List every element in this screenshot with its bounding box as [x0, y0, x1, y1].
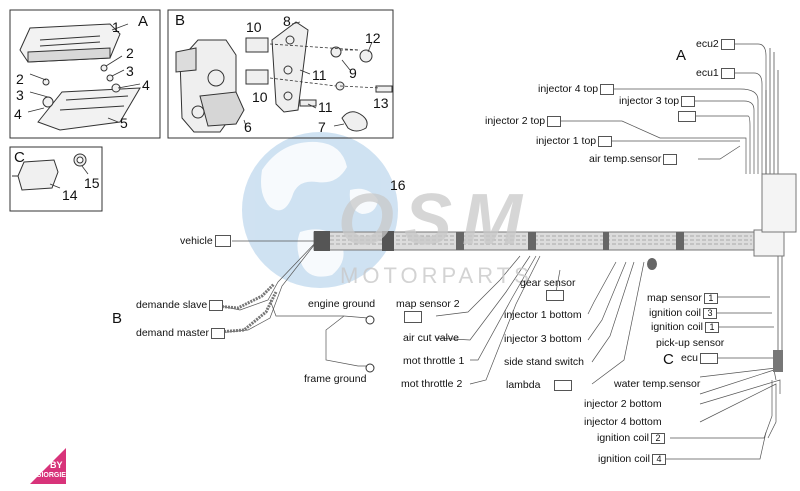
- connector-box: 1: [703, 292, 718, 304]
- inset-a-letter: A: [138, 13, 149, 30]
- label-air-temp-sensor: air temp.sensor: [589, 153, 678, 165]
- label-injector2-top: injector 2 top: [485, 115, 562, 127]
- component-c-drawing: [12, 153, 87, 191]
- inset-c-letter: C: [14, 149, 25, 166]
- label-ecu2: ecu2: [696, 38, 735, 50]
- connector-box-map2: [402, 311, 422, 324]
- label-water-temp-sensor: water temp.sensor: [614, 378, 701, 390]
- label-engine-ground: engine ground: [308, 298, 376, 310]
- watermark-sub: MOTORPARTS: [340, 263, 533, 288]
- connector-box: [699, 352, 718, 364]
- brand-logo: BY GIORGIE: [30, 444, 70, 484]
- label-map-sensor-2: map sensor 2: [396, 298, 460, 310]
- label-frame-ground: frame ground: [304, 373, 367, 385]
- callout-b-9: 9: [349, 65, 357, 81]
- connector-box: [214, 235, 231, 248]
- callout-a-2a: 2: [126, 45, 134, 61]
- connector-box: [600, 83, 615, 95]
- callout-16: 16: [390, 177, 406, 193]
- logo-line2: GIORGIE: [36, 472, 66, 479]
- callout-b-10a: 10: [246, 19, 262, 35]
- logo-triangle-icon: [30, 448, 66, 484]
- main-harness: [313, 173, 797, 257]
- label-pickup-sensor: pick-up sensor: [656, 337, 725, 349]
- connector-box: 1: [704, 321, 719, 333]
- callout-b-10b: 10: [252, 89, 268, 105]
- callout-b-13: 13: [373, 95, 389, 111]
- inset-a-frame: [9, 9, 161, 139]
- callout-a-1: 1: [112, 19, 120, 35]
- inset-b-leaders: [243, 21, 381, 127]
- callout-b-11a: 11: [312, 67, 327, 83]
- connector-box: [209, 299, 224, 311]
- label-side-stand-switch: side stand switch: [504, 356, 584, 368]
- callout-c-14: 14: [62, 187, 78, 203]
- connector-box-blank: [676, 110, 696, 122]
- ecu-drawing: [19, 23, 141, 131]
- connector-box: [554, 379, 573, 391]
- connector-box: [663, 153, 678, 165]
- connector-box: 2: [650, 432, 665, 444]
- connector-box: [547, 115, 562, 127]
- label-injector1-top: injector 1 top: [536, 135, 613, 147]
- section-letter-c: C: [663, 351, 674, 368]
- inset-b-frame: [167, 9, 394, 139]
- logo-line1: BY: [50, 460, 63, 470]
- label-injector4-bottom: injector 4 bottom: [584, 416, 662, 428]
- connector-box: [720, 67, 735, 79]
- watermark-main: OSM: [338, 180, 533, 260]
- leader-lines: [215, 43, 781, 460]
- inset-c-leaders: [49, 165, 89, 189]
- connector-box: [598, 135, 613, 147]
- callout-b-12: 12: [365, 30, 381, 46]
- demand-wires: [215, 282, 278, 334]
- label-injector1-bottom: injector 1 bottom: [504, 309, 582, 321]
- label-mot-throttle-2: mot throttle 2: [401, 378, 463, 390]
- connector-box-gear: [544, 289, 564, 301]
- inset-b-letter: B: [175, 12, 186, 29]
- label-injector2-bottom: injector 2 bottom: [584, 398, 662, 410]
- connector-box: [210, 327, 225, 339]
- callout-a-3b: 3: [16, 87, 24, 103]
- connector-box: 4: [651, 453, 666, 465]
- callout-b-7: 7: [318, 119, 326, 135]
- callout-a-4a: 4: [142, 77, 150, 93]
- label-ecu1: ecu1: [696, 67, 735, 79]
- label-injector3-bottom: injector 3 bottom: [504, 333, 582, 345]
- callout-a-5: 5: [120, 115, 128, 131]
- throttle-drawing: [175, 21, 393, 133]
- lower-branch-bundle: [647, 258, 783, 372]
- label-mot-throttle-1: mot throttle 1: [403, 355, 465, 367]
- ground-terminals: [365, 315, 375, 373]
- label-lambda: lambda: [506, 379, 573, 391]
- connector-box: 3: [702, 307, 717, 319]
- connector-box: [681, 95, 696, 107]
- callout-b-6: 6: [244, 119, 252, 135]
- callout-a-4b: 4: [14, 106, 22, 122]
- label-demande-slave: demande slave: [136, 299, 224, 311]
- inset-a-leaders: [27, 23, 141, 123]
- callout-a-3a: 3: [126, 63, 134, 79]
- label-ecu: ecu: [681, 352, 718, 364]
- callout-b-11b: 11: [318, 99, 333, 115]
- callout-a-2b: 2: [16, 71, 24, 87]
- callout-c-15: 15: [84, 175, 100, 191]
- callout-b-8: 8: [283, 13, 291, 29]
- inset-c-frame: [9, 146, 103, 212]
- label-vehicle: vehicle: [180, 235, 231, 248]
- label-injector3-top: injector 3 top: [619, 95, 696, 107]
- section-letter-a: A: [676, 47, 687, 64]
- label-air-cut-valve: air cut valve: [403, 332, 460, 344]
- label-injector4-top: injector 4 top: [538, 83, 615, 95]
- section-letter-b: B: [112, 310, 123, 327]
- connector-box: [720, 38, 735, 50]
- label-demand-master: demand master: [136, 327, 225, 339]
- label-gear-sensor: gear sensor: [520, 277, 576, 289]
